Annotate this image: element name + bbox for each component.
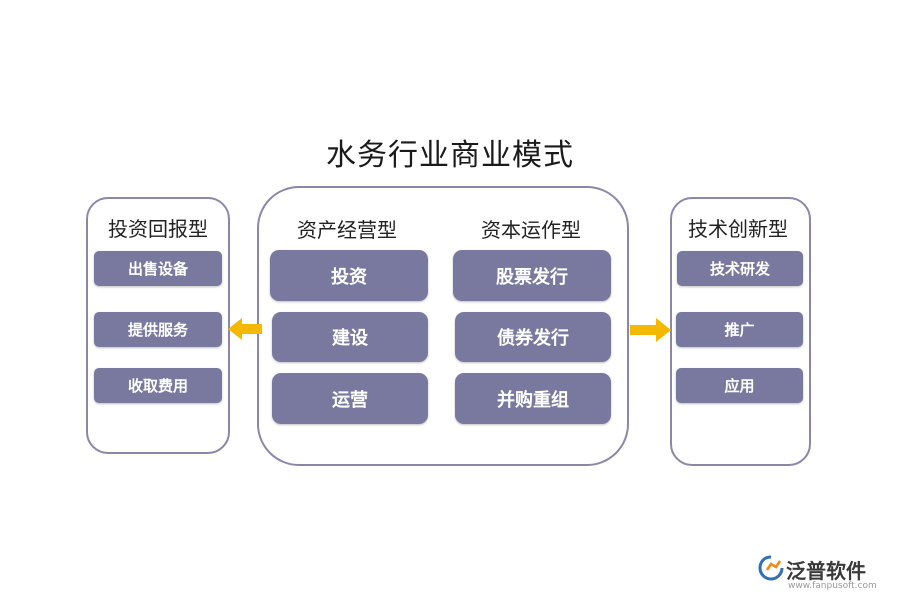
panel-title-asset-operation: 资产经营型 [297, 218, 397, 242]
box-provide-service: 提供服务 [94, 312, 222, 347]
box-construct: 建设 [272, 312, 428, 362]
box-stock-issuance: 股票发行 [453, 250, 611, 301]
diagram-title: 水务行业商业模式 [326, 138, 574, 173]
panel-title-investment-return: 投资回报型 [108, 217, 208, 241]
box-collect-fees: 收取费用 [94, 368, 222, 403]
box-application: 应用 [676, 368, 803, 403]
box-merger-acquisition: 并购重组 [455, 373, 611, 424]
box-promotion: 推广 [676, 312, 803, 347]
brand-logo: 泛普软件 www.fanpusoft.com [758, 553, 888, 593]
arrow-right-icon [630, 318, 671, 342]
box-bond-issuance: 债券发行 [455, 312, 611, 362]
box-invest: 投资 [270, 250, 428, 301]
box-operate: 运营 [272, 373, 428, 424]
box-sell-equipment: 出售设备 [94, 251, 222, 286]
panel-title-capital-operation: 资本运作型 [481, 218, 581, 242]
logo-name: 泛普软件 [786, 559, 866, 583]
logo-mark-icon [758, 555, 784, 581]
logo-url: www.fanpusoft.com [788, 581, 877, 591]
panel-title-tech-innovation: 技术创新型 [688, 217, 788, 241]
arrow-left-icon [228, 318, 262, 340]
box-tech-rnd: 技术研发 [677, 251, 803, 286]
